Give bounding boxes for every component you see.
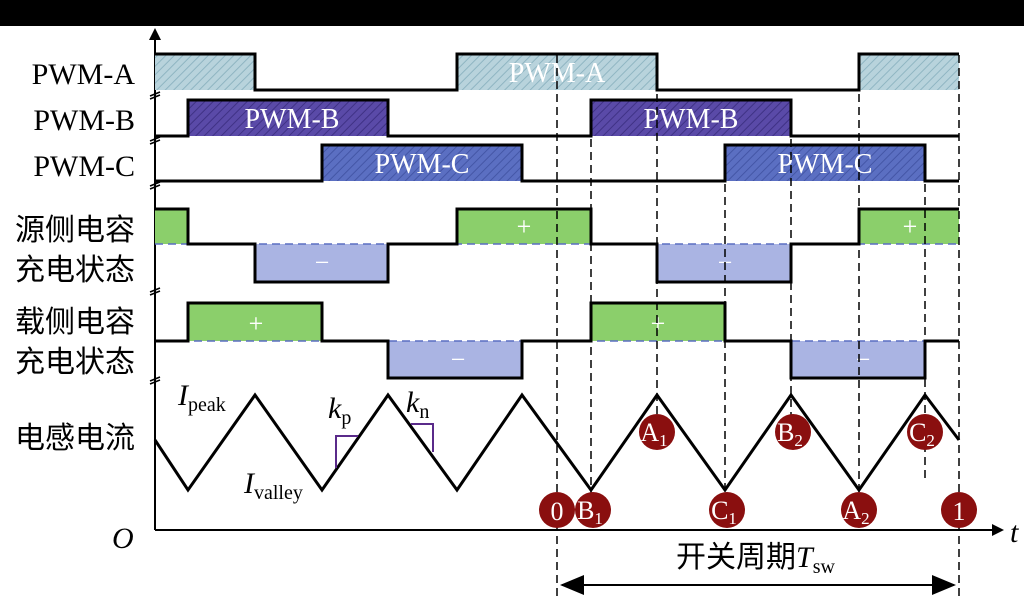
svg-text:B1: B1 [577,496,603,528]
pulse-label-pwm-c-2: PWM-C [778,149,873,180]
pulse-label-pwm-c-1: PWM-C [375,149,470,180]
source-plus-1: + [517,212,532,241]
slope-kp-marker [335,435,358,468]
svg-text:C1: C1 [711,496,737,528]
svg-text:A2: A2 [842,496,869,528]
slope-kn-marker [411,423,434,452]
marker-a1: A1 [639,414,675,450]
pwm-b-waveform: PWM-B PWM-B [155,98,959,138]
top-band [0,0,1024,26]
i-valley-label: Ivalley [243,467,303,504]
load-plus-2: + [651,309,666,338]
x-axis-arrow [992,524,1004,536]
svg-text:B2: B2 [777,418,803,450]
load-plus-1: + [249,309,264,338]
kp-label: kp [328,392,351,429]
svg-text:0: 0 [551,497,564,526]
pulse-label-pwm-b-1: PWM-B [245,104,340,135]
switching-period: 开关周期Tsw [560,541,956,595]
load-minus-1: − [451,345,466,374]
marker-a2: A2 [841,492,877,528]
svg-text:1: 1 [953,497,966,526]
svg-text:A1: A1 [640,418,667,450]
marker-c1: C1 [709,492,745,528]
marker-b1: B1 [575,492,611,528]
marker-1: 1 [941,492,977,528]
load-cap-waveform: + + − − [155,301,959,380]
label-inductor-current: 电感电流 [15,422,135,455]
event-markers: 0 B1 C1 A2 1 A1 B2 C2 [539,414,977,528]
label-load-cap: 载侧电容 [15,306,135,339]
y-axis-arrow [149,28,161,40]
source-minus-1: − [315,248,330,277]
pulse-label-pwm-b-2: PWM-B [644,104,739,135]
kn-label: kn [406,386,429,423]
marker-c2: C2 [907,414,943,450]
source-plus-2: + [903,212,918,241]
source-cap-waveform: + + − − [155,207,959,284]
axis-breaks [149,91,161,385]
label-source-cap-state: 充电状态 [15,254,135,287]
load-minus-2: − [856,345,871,374]
label-load-cap-state: 充电状态 [15,346,135,379]
label-pwm-a: PWM-A [32,58,136,91]
period-label: 开关周期Tsw [676,541,835,578]
t-axis-label: t [1010,516,1019,549]
i-peak-label: Ipeak [177,379,226,416]
origin-label: O [112,522,134,555]
label-pwm-c: PWM-C [33,150,135,183]
marker-0: 0 [539,492,575,528]
label-pwm-b: PWM-B [33,104,135,137]
inductor-current-wave [153,392,961,493]
marker-b2: B2 [775,414,811,450]
label-source-cap: 源侧电容 [15,214,135,247]
svg-text:C2: C2 [909,418,935,450]
